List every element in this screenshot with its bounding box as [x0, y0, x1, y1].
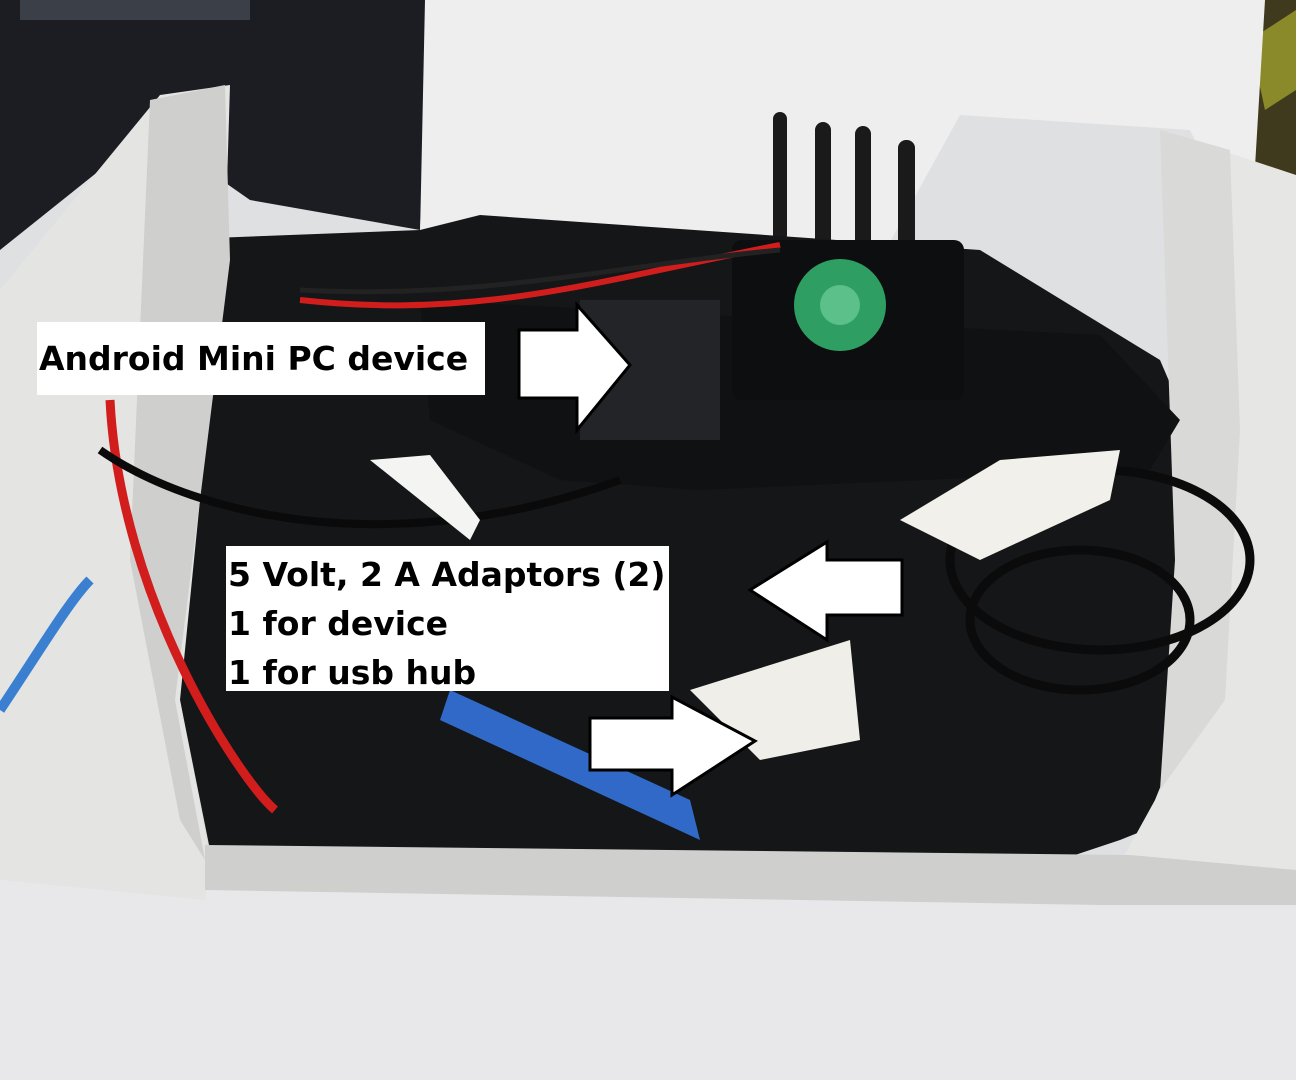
- adaptors-label-line: 5 Volt, 2 A Adaptors (2): [228, 555, 666, 594]
- case-right-panel: [1100, 130, 1296, 900]
- usb-cable: [0, 576, 94, 713]
- adaptors-label-line: 1 for usb hub: [228, 653, 477, 692]
- case-bottom-lip: [205, 845, 1296, 905]
- arrow-left-icon: [747, 539, 904, 643]
- arrow-right-icon: [588, 694, 758, 798]
- blue-board: [440, 690, 700, 840]
- adaptors-label-line: 1 for device: [228, 604, 449, 643]
- cooling-fan-icon: [732, 240, 964, 400]
- vent-slots: [773, 112, 915, 258]
- device-label: Android Mini PC device: [37, 322, 485, 395]
- case-back-panel: [420, 0, 1265, 260]
- arrow-right-icon: [517, 301, 632, 435]
- adaptors-label: 5 Volt, 2 A Adaptors (2) 1 for device 1 …: [226, 546, 669, 692]
